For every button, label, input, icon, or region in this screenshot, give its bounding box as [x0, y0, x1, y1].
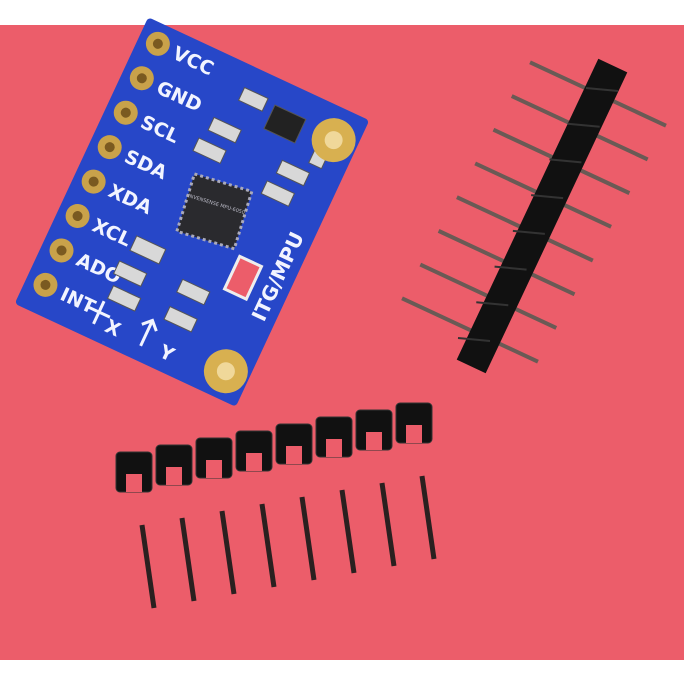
axis-arrows-icon: [86, 300, 158, 347]
header-pin: [259, 503, 277, 588]
pin-header-bottom: [115, 402, 437, 609]
header-pin: [219, 510, 237, 595]
pin-header-angled: [401, 58, 667, 374]
header-pin: [179, 517, 197, 602]
header-pin: [299, 496, 317, 581]
header-pin: [401, 296, 539, 364]
header-pin: [419, 475, 437, 560]
header-pin: [139, 524, 157, 609]
pin-pads: [33, 31, 170, 297]
header-pin: [339, 489, 357, 574]
header-pin: [379, 482, 397, 567]
smd-components: [106, 86, 334, 333]
